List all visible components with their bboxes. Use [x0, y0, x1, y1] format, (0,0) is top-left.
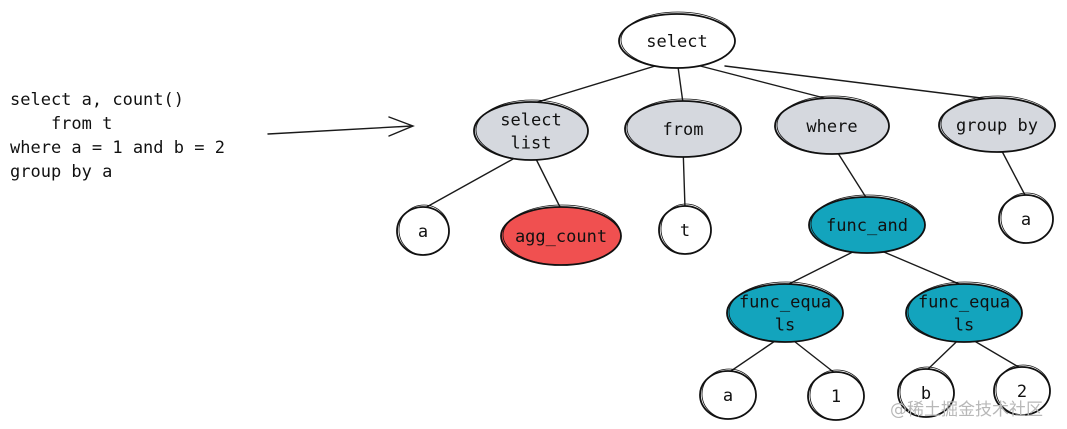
node-group-by-label: group by: [956, 116, 1038, 136]
node-from-label: from: [663, 120, 704, 140]
node-eq2-2: 2: [993, 364, 1051, 416]
edge-func-equals-2-to-eq2-2: [972, 339, 1023, 370]
edge-select-list-to-col-a: [422, 157, 516, 210]
sql-query: select a, count() from t where a = 1 and …: [10, 88, 225, 184]
node-group-by-sketch: [940, 95, 1056, 153]
edge-func-equals-1-to-eq1-a: [727, 339, 778, 374]
node-agg-count: agg_count: [500, 204, 622, 266]
node-group-by: group by: [938, 95, 1056, 153]
node-group-a-sketch: [1000, 192, 1054, 244]
edge-select-to-where: [699, 65, 833, 101]
node-table-t-label: t: [680, 221, 690, 241]
node-group-a-label: a: [1021, 210, 1031, 230]
node-from-sketch: [626, 98, 742, 158]
node-eq2-2-label: 2: [1017, 382, 1027, 402]
node-func-equals-1-label: func_equa: [739, 293, 831, 313]
node-select-label: select: [646, 32, 707, 52]
tree-edges: [422, 65, 1027, 375]
tree-nodes: select select list from where group by a agg_co…: [396, 11, 1056, 421]
node-where: where: [774, 95, 890, 155]
edge-func-equals-2-to-eq2-b: [925, 339, 959, 372]
node-col-a-label: a: [418, 222, 428, 242]
node-select-list-label: select: [500, 111, 561, 131]
node-eq2-b-sketch: [899, 366, 955, 418]
node-eq2-b: b: [897, 366, 955, 418]
edge-group-by-to-group-a: [1000, 149, 1027, 198]
node-group-a: a: [998, 192, 1054, 244]
node-select: select: [618, 11, 736, 69]
edge-select-to-group-by: [724, 65, 998, 101]
node-eq1-a-label: a: [723, 386, 733, 406]
node-col-a-sketch: [398, 204, 450, 256]
edge-where-to-func-and: [836, 151, 868, 200]
node-table-t: t: [658, 203, 712, 255]
node-func-equals-2-label: func_equa: [918, 293, 1010, 313]
edge-from-to-table-t: [682, 154, 686, 209]
sql-line-2: from t: [10, 114, 113, 134]
node-func-equals-1-label: ls: [775, 316, 795, 336]
node-select-sketch: [620, 11, 736, 69]
sql-line-1: select a, count(): [10, 90, 184, 110]
node-select-list-sketch: [475, 99, 589, 161]
edge-select-list-to-agg-count: [534, 157, 562, 210]
node-eq2-2-sketch: [995, 364, 1051, 416]
node-from: from: [624, 98, 742, 158]
edge-select-to-select-list: [530, 65, 656, 105]
node-eq1-a: a: [699, 368, 757, 420]
sql-line-4: group by a: [10, 162, 113, 182]
node-agg-count-label: agg_count: [515, 227, 607, 247]
node-agg-count-sketch: [502, 204, 622, 266]
edge-func-and-to-func-equals-2: [880, 250, 965, 287]
edge-select-to-from: [677, 65, 684, 104]
node-select-list: select list: [473, 99, 589, 161]
node-func-equals-1-sketch: [728, 281, 844, 343]
transform-arrow: [267, 116, 415, 137]
node-eq1-1-sketch: [809, 369, 865, 421]
node-where-label: where: [806, 117, 857, 137]
edge-func-equals-1-to-eq1-1: [791, 339, 837, 375]
node-func-equals-2-label: ls: [954, 316, 974, 336]
node-eq1-1-label: 1: [831, 387, 841, 407]
node-where-sketch: [776, 95, 890, 155]
sql-line-3: where a = 1 and b = 2: [10, 138, 225, 158]
edge-func-and-to-func-equals-1: [784, 250, 856, 287]
node-col-a: a: [396, 204, 450, 256]
node-eq1-a-sketch: [701, 368, 757, 420]
node-func-and: func_and: [808, 194, 926, 254]
node-func-and-sketch: [810, 194, 926, 254]
watermark-text: @稀土掘金技术社区: [890, 400, 1043, 420]
node-func-and-label: func_and: [826, 216, 908, 236]
node-func-equals-2-sketch: [907, 281, 1023, 343]
node-select-list-label: list: [511, 134, 552, 154]
node-table-t-sketch: [660, 203, 712, 255]
node-eq2-b-label: b: [921, 384, 931, 404]
node-eq1-1: 1: [807, 369, 865, 421]
